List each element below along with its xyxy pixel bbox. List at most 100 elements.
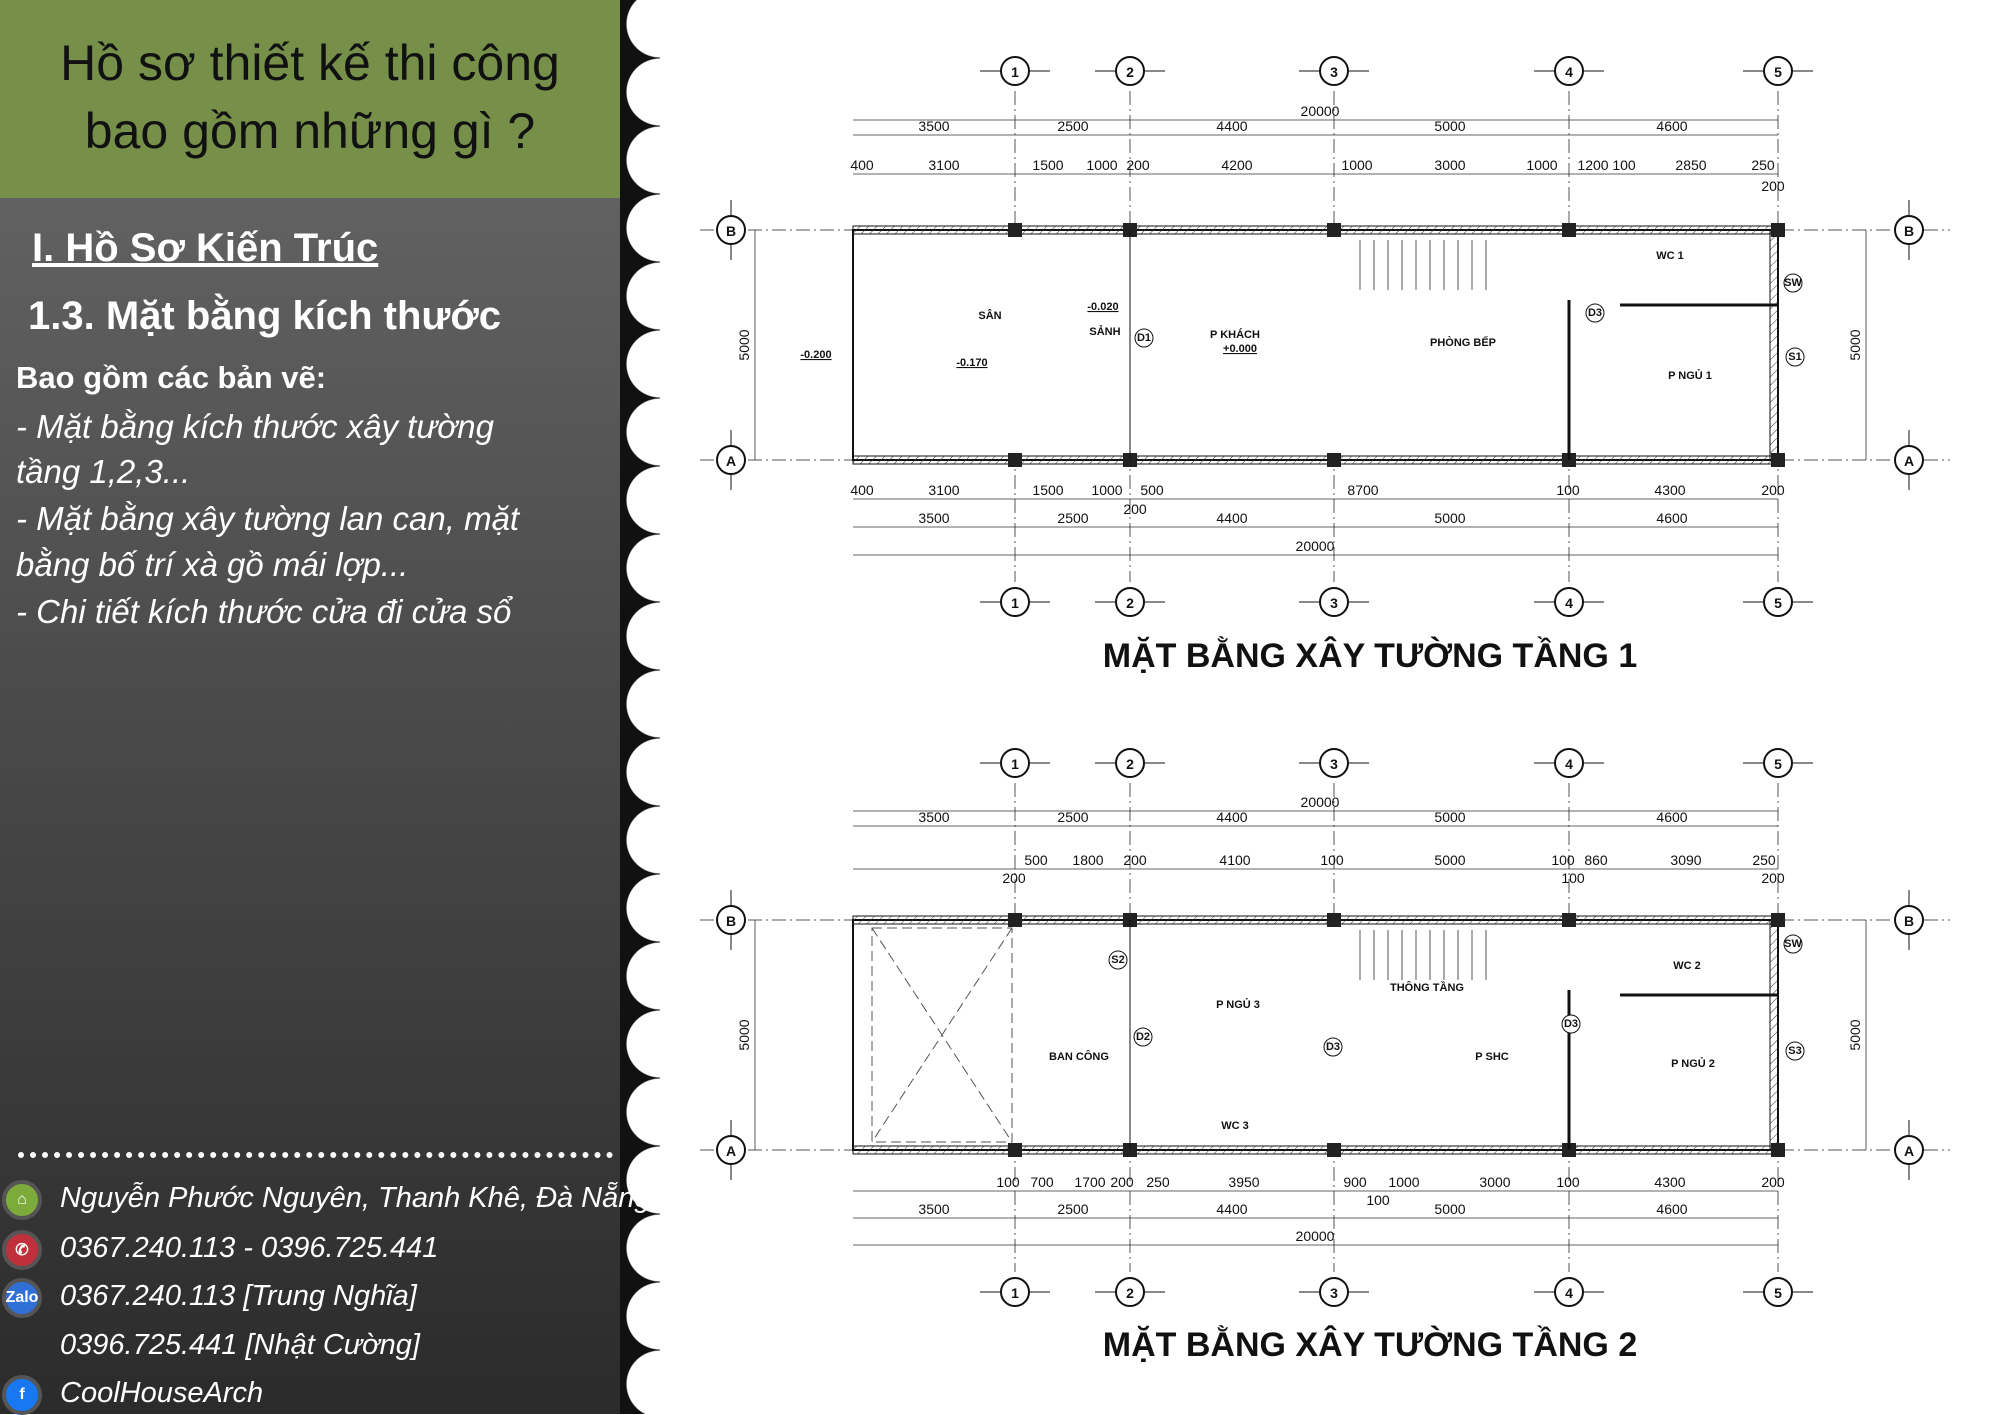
dimension-label: 3100 xyxy=(928,482,959,498)
dimension-label: 5000 xyxy=(1434,510,1465,526)
room-label: P SHC xyxy=(1475,1051,1508,1063)
location-icon: ⌂ xyxy=(2,1180,42,1220)
dimension-label: 4400 xyxy=(1216,510,1247,526)
grid-label: 2 xyxy=(1126,595,1134,611)
wall-top xyxy=(852,915,1779,925)
room-label: WC 1 xyxy=(1656,250,1684,262)
dimension-label: 1200 xyxy=(1577,157,1608,173)
wall-right xyxy=(1769,229,1779,461)
list-item: - Chi tiết kích thước cửa đi cửa sổ xyxy=(16,593,512,630)
side-dimension: 5000 xyxy=(736,329,752,360)
wall-top xyxy=(852,225,1779,235)
subsection-heading: 1.3. Mặt bằng kích thước xyxy=(28,294,502,338)
grid-bubble xyxy=(1000,1277,1030,1307)
zalo-icon: Zalo xyxy=(2,1278,42,1318)
dimension-label: 3500 xyxy=(918,118,949,134)
grid-bubble xyxy=(1894,1135,1924,1165)
dimension-total: 20000 xyxy=(1301,103,1340,119)
page-title-line2: bao gồm những gì ? xyxy=(84,103,536,159)
grid-label: 5 xyxy=(1774,756,1782,772)
grid-label: 5 xyxy=(1774,595,1782,611)
column xyxy=(1562,913,1576,927)
grid-label: 4 xyxy=(1565,756,1573,772)
grid-label: 3 xyxy=(1330,1285,1338,1301)
dimension-label: 200 xyxy=(1761,482,1785,498)
wall-right xyxy=(1769,919,1779,1151)
grid-bubble xyxy=(1115,1277,1145,1307)
grid-label: B xyxy=(726,913,736,929)
dimension-label: 3090 xyxy=(1670,852,1701,868)
side-dimension: 5000 xyxy=(1847,329,1863,360)
door-tag xyxy=(1133,1027,1153,1047)
grid-label: 1 xyxy=(1011,64,1019,80)
door-tag-label: S3 xyxy=(1788,1045,1801,1057)
dimension-label: 1800 xyxy=(1072,852,1103,868)
grid-label: 4 xyxy=(1565,64,1573,80)
grid-bubble xyxy=(1763,587,1793,617)
dimension-label: 250 xyxy=(1752,852,1776,868)
dimension-label: 5000 xyxy=(1434,852,1465,868)
room-label: BAN CÔNG xyxy=(1049,1050,1109,1063)
dimension-label: 100 xyxy=(1561,870,1585,886)
list-item: bằng bố trí xà gồ mái lợp... xyxy=(16,546,409,583)
dimension-label: 2500 xyxy=(1057,1201,1088,1217)
grid-bubble xyxy=(1000,748,1030,778)
outer-wall xyxy=(852,919,1779,1151)
room-label: WC 3 xyxy=(1221,1120,1249,1132)
dimension-label: 200 xyxy=(1126,157,1150,173)
grid-label: 1 xyxy=(1011,756,1019,772)
column xyxy=(1008,913,1022,927)
room-label: P NGỦ 1 xyxy=(1668,369,1712,382)
plan-title: MẶT BẰNG XÂY TƯỜNG TẦNG 1 xyxy=(1103,637,1638,675)
void-cross xyxy=(871,927,1013,1143)
door-tag-label: S2 xyxy=(1111,954,1124,966)
room-label: SÂN xyxy=(978,309,1001,322)
grid-label: 1 xyxy=(1011,595,1019,611)
grid-label: 3 xyxy=(1330,595,1338,611)
grid-bubble xyxy=(1115,587,1145,617)
door-tag-label: SW xyxy=(1784,938,1802,950)
column xyxy=(1771,913,1785,927)
column xyxy=(1008,223,1022,237)
dimension-label: 5000 xyxy=(1434,1201,1465,1217)
scalloped-divider xyxy=(620,0,660,1414)
room-label: WC 2 xyxy=(1673,960,1701,972)
contact-text: 0367.240.113 - 0396.725.441 xyxy=(60,1232,439,1264)
level-mark: -0.200 xyxy=(800,349,831,361)
door-tag-label: D3 xyxy=(1326,1041,1340,1053)
column xyxy=(1008,453,1022,467)
grid-bubble xyxy=(1319,748,1349,778)
grid-label: 5 xyxy=(1774,1285,1782,1301)
grid-label: A xyxy=(1904,453,1914,469)
grid-bubble xyxy=(716,1135,746,1165)
room-label: P KHÁCH xyxy=(1210,328,1260,341)
dimension-total: 20000 xyxy=(1296,1228,1335,1244)
grid-bubble xyxy=(1319,587,1349,617)
dimension-label: 1500 xyxy=(1032,482,1063,498)
dimension-label: 1000 xyxy=(1526,157,1557,173)
door-tag xyxy=(1108,950,1128,970)
dimension-label: 2500 xyxy=(1057,118,1088,134)
room-label: P NGỦ 3 xyxy=(1216,998,1260,1011)
dimension-total: 20000 xyxy=(1301,794,1340,810)
grid-label: A xyxy=(1904,1143,1914,1159)
grid-label: B xyxy=(1904,913,1914,929)
dimension-label: 200 xyxy=(1123,852,1147,868)
grid-bubble xyxy=(1894,215,1924,245)
dimension-label: 860 xyxy=(1584,852,1608,868)
side-dimension: 5000 xyxy=(736,1019,752,1050)
grid-bubble xyxy=(1115,748,1145,778)
door-tag xyxy=(1561,1014,1581,1034)
level-mark: -0.020 xyxy=(1087,301,1118,313)
dimension-label: 5000 xyxy=(1434,809,1465,825)
grid-bubble xyxy=(716,905,746,935)
dimension-label: 1700 xyxy=(1074,1174,1105,1190)
grid-bubble xyxy=(716,215,746,245)
dimension-label: 8700 xyxy=(1347,482,1378,498)
grid-label: 3 xyxy=(1330,64,1338,80)
dimension-label: 200 xyxy=(1761,870,1785,886)
grid-bubble xyxy=(1000,56,1030,86)
dimension-label: 4400 xyxy=(1216,118,1247,134)
dimension-label: 3000 xyxy=(1479,1174,1510,1190)
dimension-label: 250 xyxy=(1751,157,1775,173)
